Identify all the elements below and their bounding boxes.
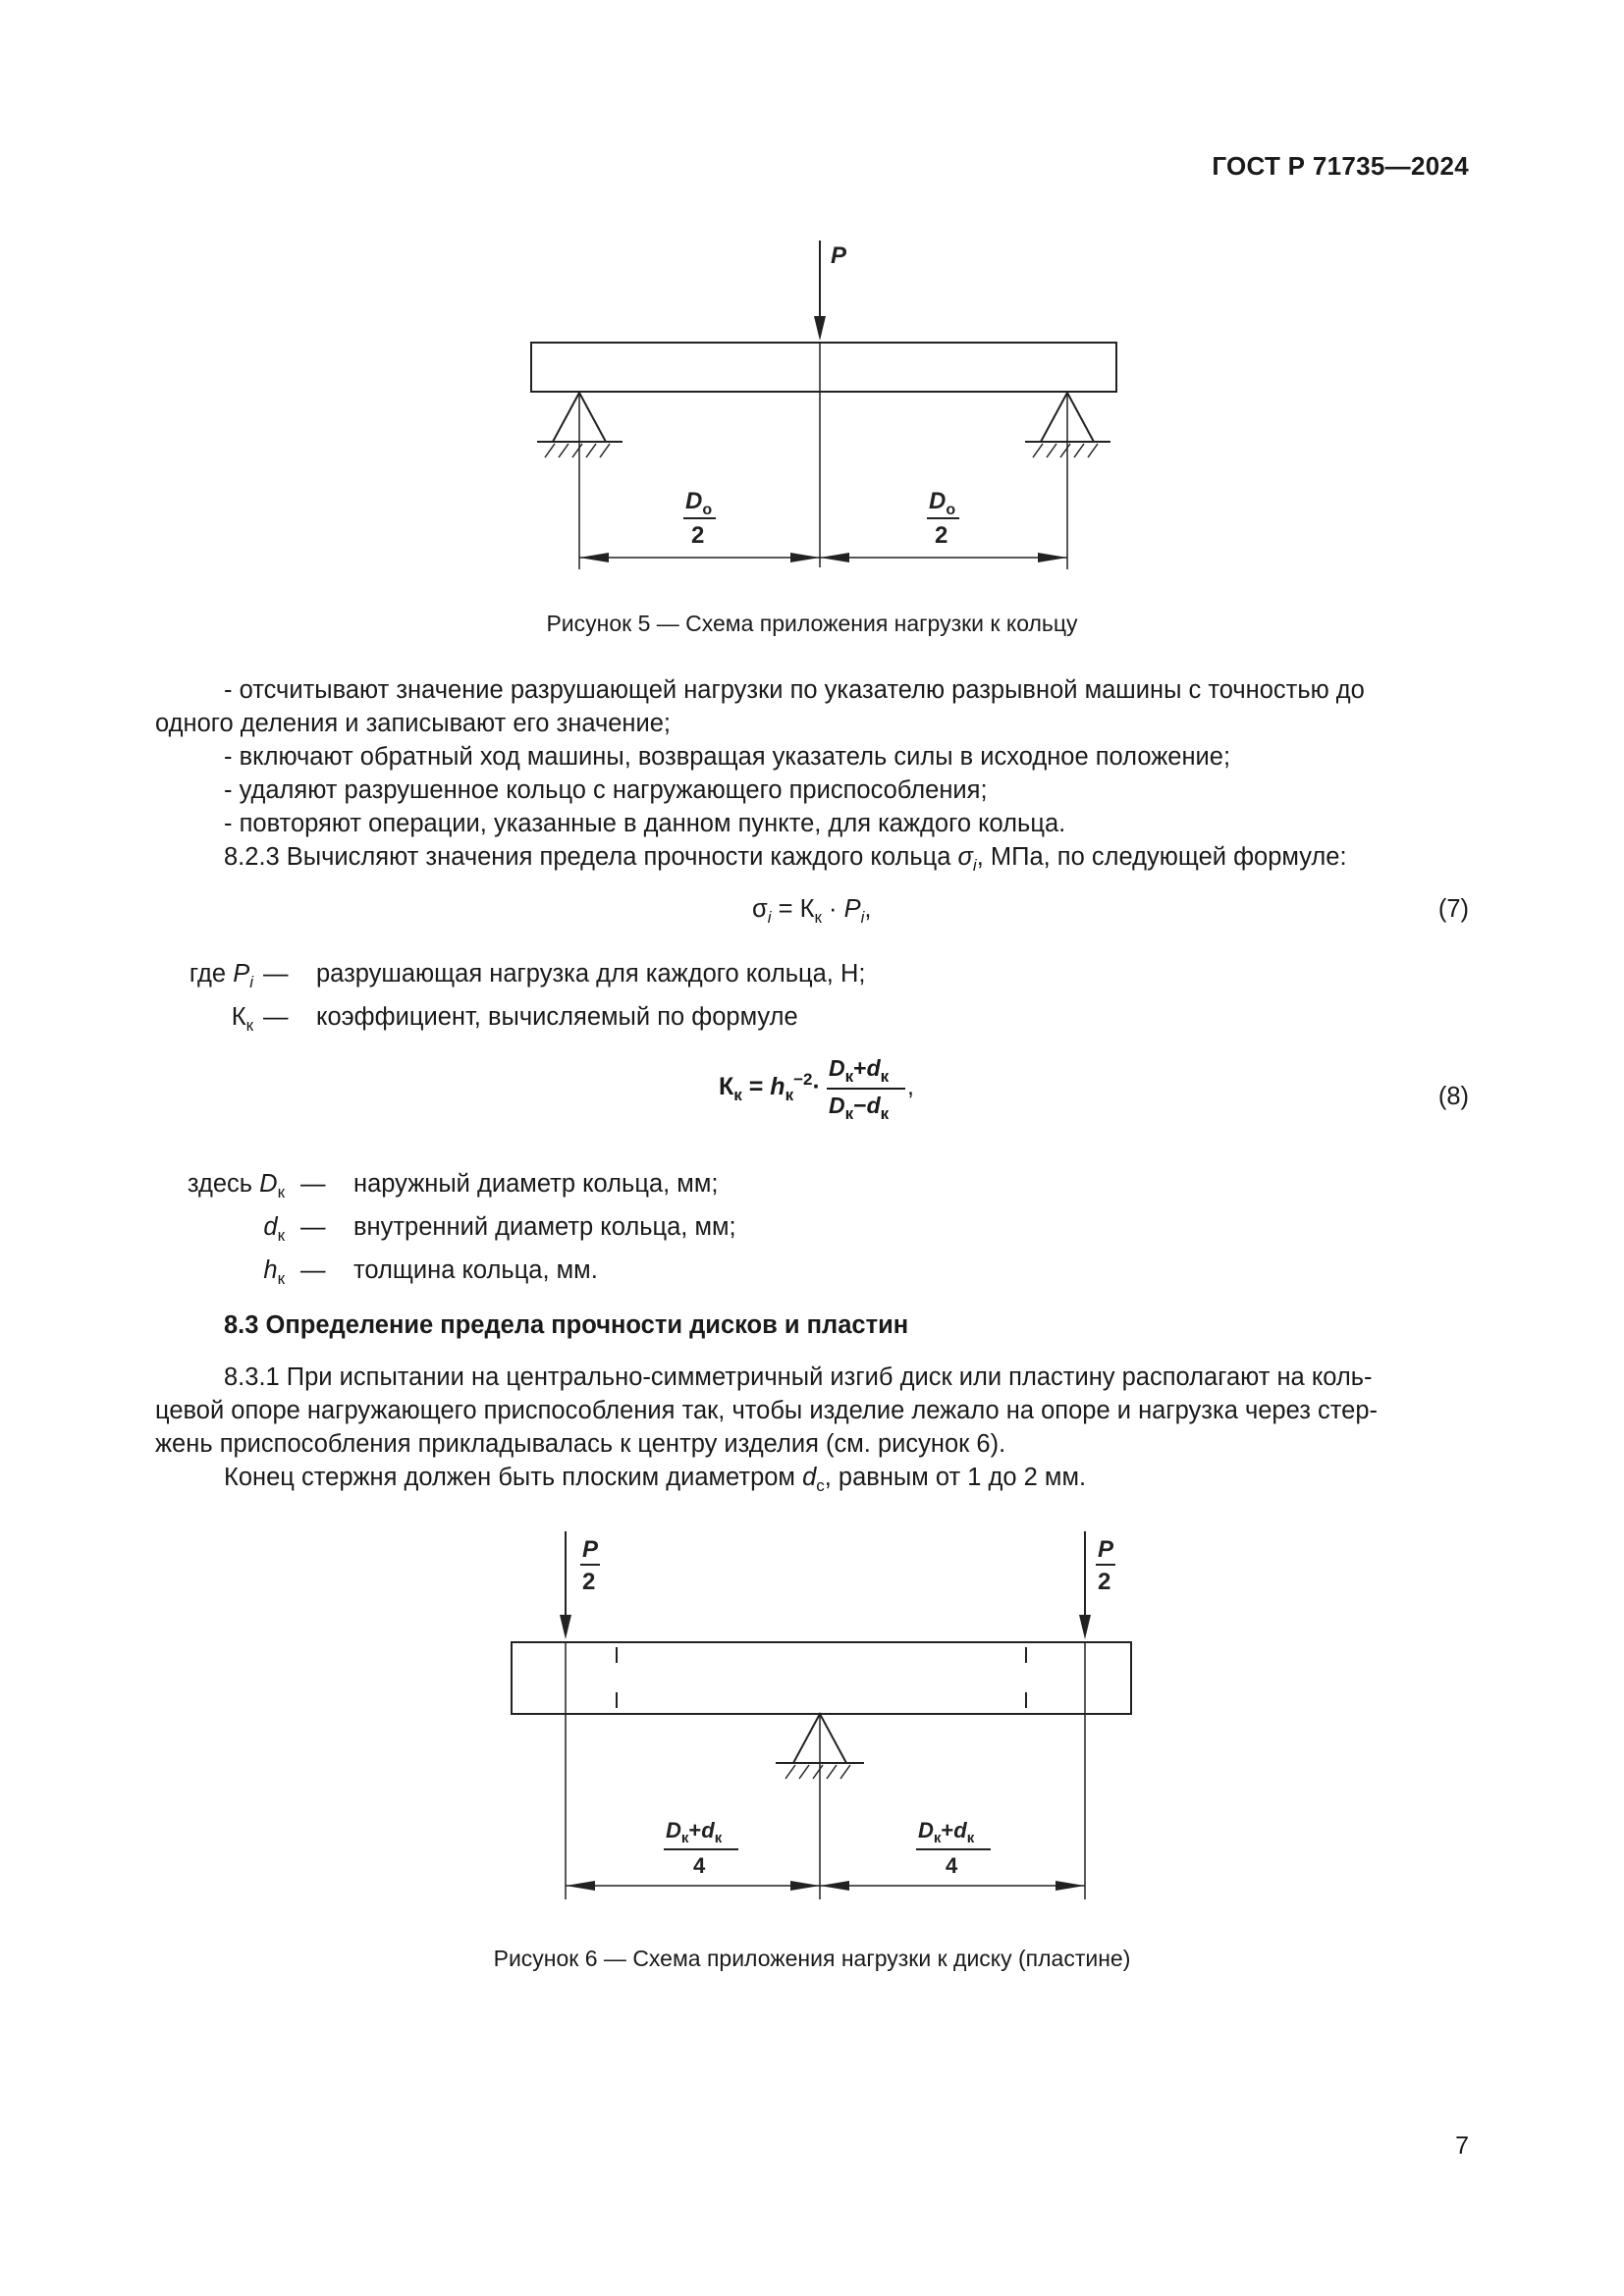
eq8-fraction-bar xyxy=(827,1088,905,1090)
dim-label-right: Dо 2 xyxy=(927,488,959,549)
figure-5-diagram: P Dо 2 Dо 2 xyxy=(530,240,1117,569)
load-arrow-left xyxy=(560,1531,571,1639)
load-label-right: P 2 xyxy=(1096,1536,1115,1595)
list-item-1-line-1: - отсчитывают значение разрушающей нагру… xyxy=(224,676,1365,704)
paragraph-8-2-3: 8.2.3 Вычисляют значения предела прочнос… xyxy=(224,843,1347,875)
svg-text:P: P xyxy=(582,1536,599,1563)
paragraph-rod-end: Конец стержня должен быть плоским диамет… xyxy=(224,1464,1087,1495)
equation-8-number: (8) xyxy=(1437,1083,1469,1110)
def-text-d: внутренний диаметр кольца, мм; xyxy=(353,1213,736,1241)
list-item-4: - повторяют операции, указанные в данном… xyxy=(224,810,1066,837)
paragraph-8-3-1-line-2: цевой опоре нагружающего приспособления … xyxy=(155,1397,1379,1424)
load-arrowhead xyxy=(814,316,826,341)
paragraph-8-3-1-line-3: жень приспособления прикладывалась к цен… xyxy=(155,1430,1006,1458)
beam xyxy=(530,342,1117,393)
svg-text:2: 2 xyxy=(582,1569,595,1595)
def-dash: — xyxy=(263,960,289,988)
def-text-h: толщина кольца, мм. xyxy=(353,1256,598,1284)
def-symbol-D: здесь Dк xyxy=(187,1170,285,1201)
figure-6-diagram: P 2 P 2 Dк+dк 4 Dк+dк 4 xyxy=(511,1531,1132,1899)
dim-label-left: Dо 2 xyxy=(683,488,716,549)
figure-6-caption: Рисунок 6 — Схема приложения нагрузки к … xyxy=(493,1946,1131,1971)
def-symbol-p: где Pi xyxy=(189,960,253,991)
svg-text:Dк+dк: Dк+dк xyxy=(666,1818,723,1846)
equation-7: σi = Кк · Pi, xyxy=(752,895,872,927)
def-symbol-d: dк xyxy=(263,1213,285,1245)
eq8-tail: , xyxy=(907,1073,914,1100)
def-text-D: наружный диаметр кольца, мм; xyxy=(353,1170,719,1198)
def-symbol-h: hк xyxy=(263,1256,285,1288)
def-dash: — xyxy=(300,1213,326,1241)
right-support xyxy=(1025,390,1110,569)
section-title: 8.3 Определение предела прочности дисков… xyxy=(224,1311,909,1339)
def-dash: — xyxy=(300,1170,326,1198)
document-header: ГОСТ Р 71735—2024 xyxy=(1212,151,1469,181)
center-support xyxy=(776,1711,864,1780)
figure-5-caption: Рисунок 5 — Схема приложения нагрузки к … xyxy=(546,611,1078,636)
eq8-denominator: Dк−dк xyxy=(829,1093,890,1123)
left-support xyxy=(537,390,623,569)
list-item-3: - удаляют разрушенное кольцо с нагружающ… xyxy=(224,776,988,804)
load-arrow-right xyxy=(1079,1531,1091,1639)
list-item-1-line-2: одного деления и записывают его значение… xyxy=(155,710,672,737)
load-label: P xyxy=(831,242,847,269)
eq8-numerator: Dк+dк xyxy=(829,1055,890,1086)
svg-text:Dо: Dо xyxy=(685,488,712,518)
def-text-k: коэффициент, вычисляемый по формуле xyxy=(316,1003,798,1031)
page-number: 7 xyxy=(1455,2132,1469,2160)
svg-text:4: 4 xyxy=(946,1853,958,1878)
svg-text:Dо: Dо xyxy=(929,488,955,518)
svg-text:P: P xyxy=(1098,1536,1114,1563)
equation-8: Кк = hк−2· Dк+dк Dк−dк , xyxy=(719,1055,914,1123)
dim-label-right: Dк+dк 4 xyxy=(916,1818,991,1878)
def-dash: — xyxy=(263,1003,289,1031)
dimension-line xyxy=(579,553,1067,562)
def-symbol-k: Кк xyxy=(231,1003,253,1035)
svg-text:Dк+dк: Dк+dк xyxy=(918,1818,975,1846)
list-item-2: - включают обратный ход машины, возвраща… xyxy=(224,743,1231,771)
plate xyxy=(511,1641,1132,1715)
svg-text:2: 2 xyxy=(935,522,947,549)
dim-label-left: Dк+dк 4 xyxy=(664,1818,738,1878)
dimension-line xyxy=(566,1881,1085,1891)
svg-text:2: 2 xyxy=(691,522,704,549)
def-text-p: разрушающая нагрузка для каждого кольца,… xyxy=(316,960,866,988)
load-label-left: P 2 xyxy=(580,1536,600,1595)
svg-text:2: 2 xyxy=(1098,1569,1110,1595)
def-dash: — xyxy=(300,1256,326,1284)
svg-text:4: 4 xyxy=(693,1853,706,1878)
equation-7-number: (7) xyxy=(1437,895,1469,923)
paragraph-8-3-1-line-1: 8.3.1 При испытании на центрально-симмет… xyxy=(224,1363,1373,1391)
